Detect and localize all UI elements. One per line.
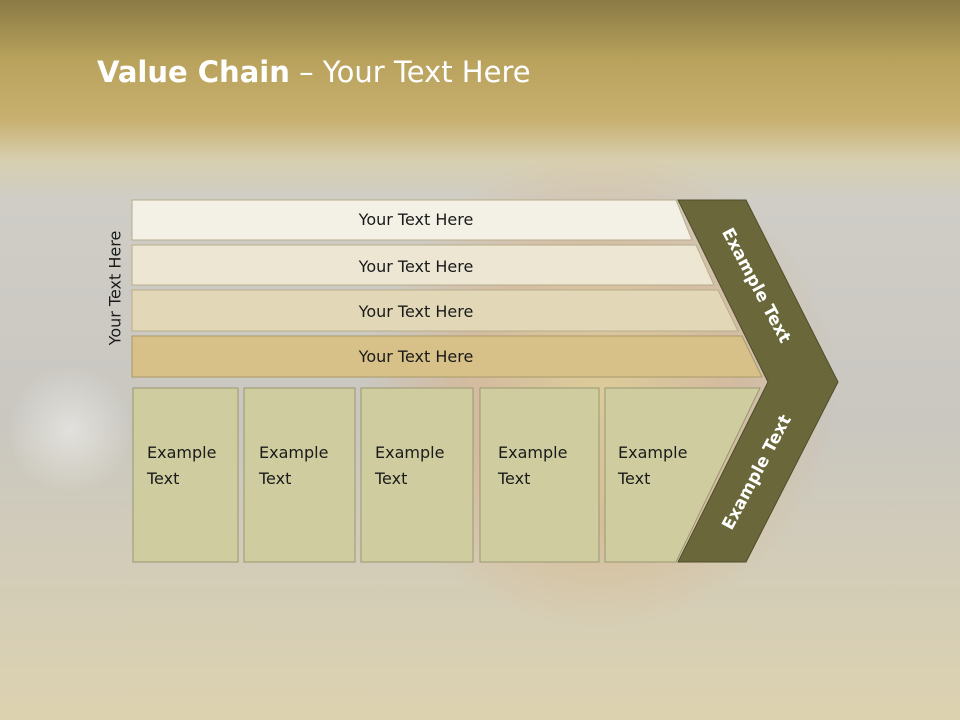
reflection-box-4-line-1: Example: [498, 666, 567, 685]
page-title: Value Chain – Your Text Here: [97, 55, 531, 89]
reflection-box-1-line-1: Example: [147, 666, 216, 685]
support-row-4-label: Your Text Here: [358, 347, 474, 366]
primary-box-5-line-1: Example: [618, 443, 687, 462]
reflection-box-2-line-1: Example: [259, 666, 328, 685]
primary-box-1-line-2: Text: [146, 469, 179, 488]
reflection-box-4: [479, 565, 600, 720]
primary-box-4-line-2: Text: [497, 469, 530, 488]
primary-box-5: [604, 387, 761, 563]
reflection-box-2: [243, 565, 356, 720]
reflection-box-5-line-1: Example: [618, 666, 687, 685]
support-row-1: [131, 199, 693, 241]
support-row-3: [131, 289, 739, 332]
primary-box-1: [132, 387, 239, 563]
diagram-reflection: Example Text Example Text Example Text E…: [132, 565, 796, 720]
support-row-2: [131, 244, 715, 286]
primary-box-2-line-2: Text: [258, 469, 291, 488]
reflection-chevron: [678, 566, 765, 720]
primary-box-4-line-1: Example: [498, 443, 567, 462]
primary-box-5-line-2: Text: [617, 469, 650, 488]
reflection-box-4-line-2: Text: [497, 640, 530, 659]
chevron-margin: [677, 199, 839, 563]
primary-box-3-line-1: Example: [375, 443, 444, 462]
reflection-box-3-line-2: Text: [374, 640, 407, 659]
primary-box-4: [479, 387, 600, 563]
reflection-box-1: [132, 565, 239, 720]
primary-box-2-line-1: Example: [259, 443, 328, 462]
support-row-1-label: Your Text Here: [358, 210, 474, 229]
primary-box-3: [360, 387, 474, 563]
reflection-box-2-line-2: Text: [258, 640, 291, 659]
primary-box-3-line-2: Text: [374, 469, 407, 488]
primary-box-2: [243, 387, 356, 563]
support-row-4: [131, 335, 763, 378]
support-row-3-label: Your Text Here: [358, 302, 474, 321]
primary-box-1-line-1: Example: [147, 443, 216, 462]
reflection-box-5-line-2: Text: [617, 640, 650, 659]
reflection-box-3-line-1: Example: [375, 666, 444, 685]
support-row-2-label: Your Text Here: [358, 257, 474, 276]
reflection-box-3: [360, 565, 474, 720]
reflection-box-1-line-2: Text: [146, 640, 179, 659]
